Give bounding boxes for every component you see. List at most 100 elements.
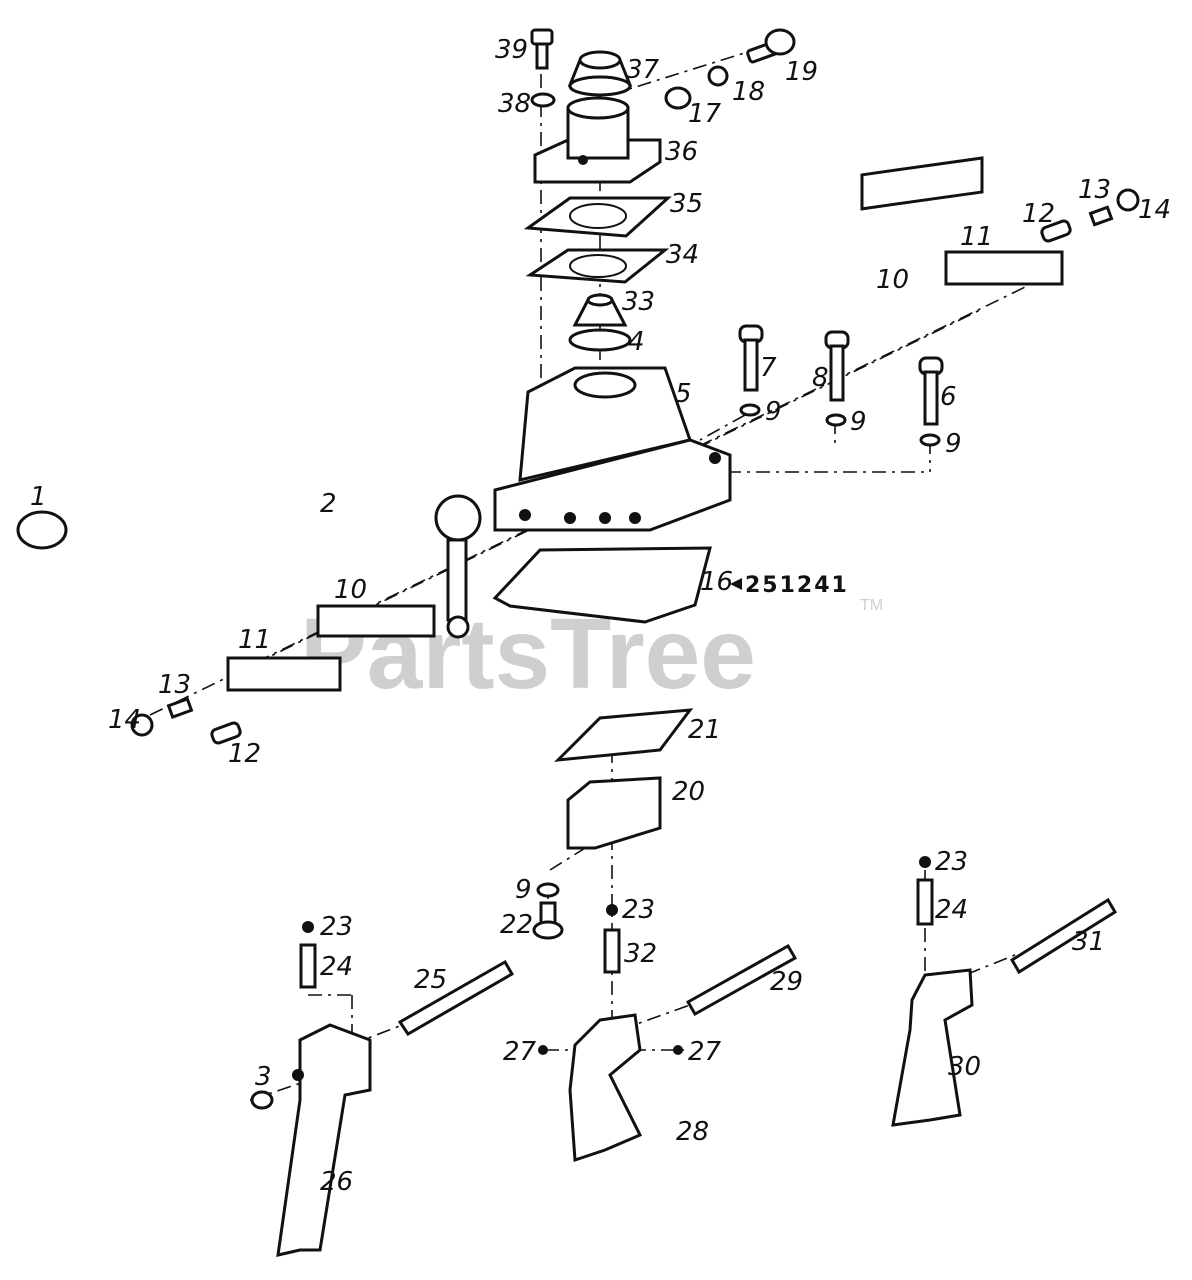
ball-23-left	[302, 921, 314, 933]
shift-fork-26	[276, 1023, 372, 1257]
gasket-34	[525, 248, 670, 284]
label-29: 29	[770, 967, 803, 997]
nut-14-right	[1116, 188, 1140, 212]
label-6: 6	[940, 382, 957, 412]
label-9-b: 9	[850, 407, 867, 437]
ring-18	[707, 65, 729, 87]
setscrew-13-left	[166, 697, 194, 719]
housing-cap-36	[533, 96, 662, 184]
screw-22	[532, 901, 564, 940]
label-39: 39	[495, 35, 528, 65]
gate-guide-20	[566, 776, 662, 850]
screw-39	[530, 28, 554, 70]
label-24-left: 24	[320, 952, 353, 982]
ball-27-right	[673, 1045, 683, 1055]
label-23-right: 23	[935, 847, 968, 877]
shift-fork-30	[891, 968, 974, 1127]
bushing-3	[250, 1090, 274, 1110]
label-12-right: 12	[1022, 199, 1055, 229]
label-32: 32	[624, 939, 657, 969]
washer-9-c	[919, 433, 941, 447]
label-4: 4	[628, 327, 645, 357]
spring-32	[603, 928, 621, 974]
ball-23-right	[919, 856, 931, 868]
boot-37	[567, 50, 633, 97]
part-labels: 1 2 3 4 5 6 7 8 9 9 9 9 10 10 11 11 12 1…	[30, 35, 1171, 1197]
watermark-trademark: TM	[860, 597, 883, 614]
setscrew-13-right	[1088, 205, 1114, 227]
label-21: 21	[688, 715, 721, 745]
lever-knob	[16, 510, 68, 550]
washer-9-b	[825, 413, 847, 427]
label-34: 34	[666, 240, 699, 270]
label-13-right: 13	[1078, 175, 1111, 205]
washer-38	[530, 92, 556, 108]
label-26: 26	[320, 1167, 353, 1197]
gasket-16	[492, 546, 712, 624]
label-20: 20	[672, 777, 705, 807]
bolt-6	[918, 356, 944, 426]
label-25: 25	[414, 965, 447, 995]
ball-27-left	[538, 1045, 548, 1055]
label-7: 7	[760, 353, 777, 383]
shift-rod-31	[1009, 897, 1118, 975]
label-27-left: 27	[503, 1037, 537, 1067]
label-16: 16	[700, 567, 733, 597]
gate-plate-21	[553, 708, 694, 762]
plate-10-right	[860, 156, 984, 211]
shift-lever	[16, 455, 482, 639]
spring-24-right	[916, 878, 934, 926]
screw-12-right	[1040, 219, 1072, 243]
label-17: 17	[688, 99, 722, 129]
label-33: 33	[622, 287, 655, 317]
label-8: 8	[812, 363, 829, 393]
bolt-8	[824, 330, 850, 402]
spring-24-left	[299, 943, 317, 989]
gasket-35	[523, 196, 672, 238]
boot-33	[572, 293, 628, 327]
label-10-right: 10	[876, 265, 909, 295]
shift-rod-29	[685, 943, 798, 1017]
label-19: 19	[785, 57, 818, 87]
label-13-left: 13	[158, 670, 191, 700]
label-9-c: 9	[945, 429, 962, 459]
label-9-d: 9	[515, 875, 532, 905]
nut-14-left	[130, 713, 154, 737]
label-10-left: 10	[334, 575, 367, 605]
gearshift-housing-5	[493, 366, 732, 532]
label-38: 38	[498, 89, 531, 119]
lever-ball	[434, 494, 482, 542]
label-3: 3	[255, 1062, 272, 1092]
shift-rod-25	[397, 959, 515, 1037]
seal-4	[568, 328, 632, 352]
label-23-center: 23	[622, 895, 655, 925]
reference-number: 251241	[745, 573, 849, 598]
label-11-left: 11	[238, 625, 271, 655]
label-14-right: 14	[1138, 195, 1171, 225]
label-12-left: 12	[228, 739, 261, 769]
washer-9-a	[739, 403, 761, 417]
label-30: 30	[948, 1052, 981, 1082]
label-37: 37	[626, 55, 660, 85]
washer-9-d	[536, 882, 560, 898]
label-35: 35	[670, 189, 703, 219]
label-2: 2	[320, 489, 337, 519]
plate-10-left	[316, 604, 436, 638]
plate-11-right	[944, 250, 1064, 286]
reference-arrow-icon	[730, 578, 742, 590]
screw-12-left	[210, 721, 242, 745]
label-1: 1	[30, 482, 47, 512]
bushing-17	[664, 86, 692, 110]
bolt-19	[746, 28, 796, 64]
label-14-left: 14	[108, 705, 141, 735]
label-5: 5	[675, 379, 692, 409]
label-9-a: 9	[765, 397, 782, 427]
label-31: 31	[1072, 927, 1105, 957]
label-11-right: 11	[960, 222, 993, 252]
shift-fork-28	[568, 1013, 643, 1163]
label-23-left: 23	[320, 912, 353, 942]
label-36: 36	[665, 137, 698, 167]
label-27-right: 27	[688, 1037, 722, 1067]
label-24-right: 24	[935, 895, 968, 925]
